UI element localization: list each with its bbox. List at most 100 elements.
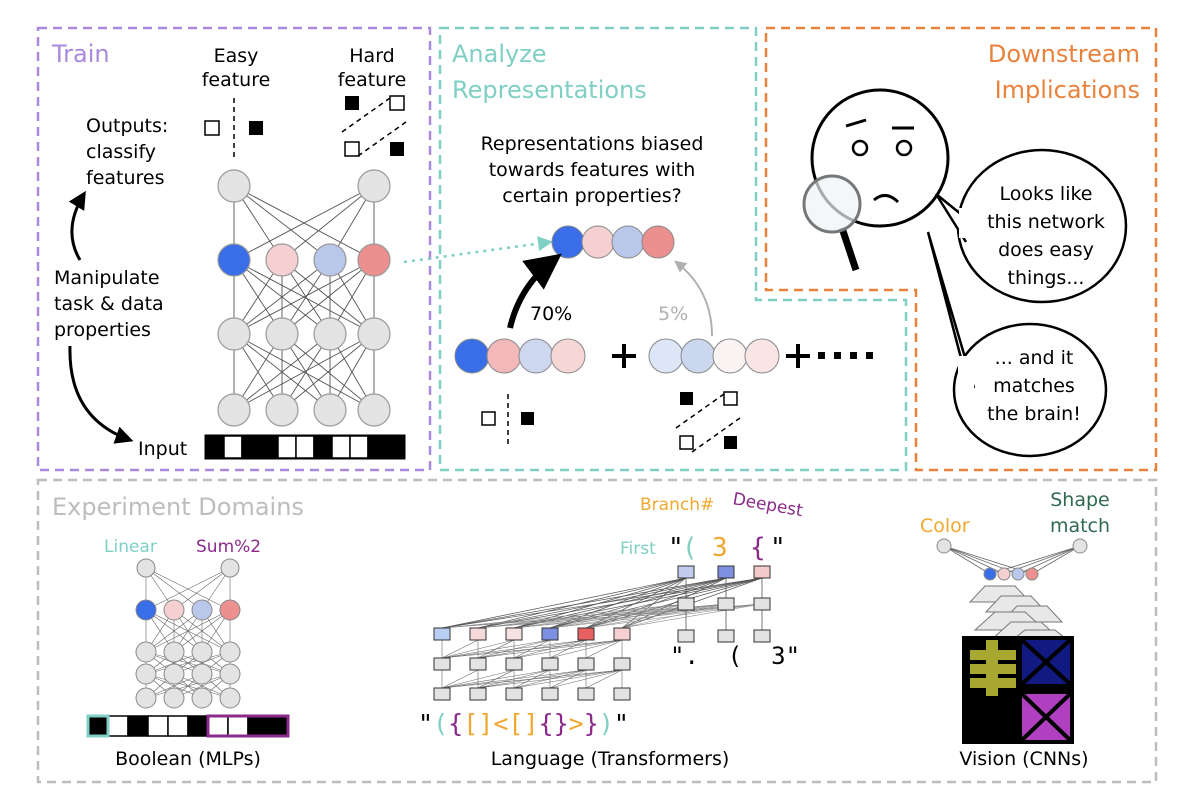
transformer-network	[433, 565, 771, 701]
attention-line	[477, 603, 763, 629]
bool-hidden-node	[135, 663, 157, 685]
boolean-linear-label: Linear	[104, 537, 157, 557]
attention-line	[441, 577, 763, 629]
arrow-to-input	[68, 345, 134, 444]
attention-line	[549, 639, 587, 659]
plus-sign-2	[786, 344, 810, 368]
manipulate-label-3: properties	[54, 319, 151, 341]
analyze-question-2: towards features with	[489, 159, 696, 181]
representation-node	[581, 225, 615, 259]
weight-5-label: 5%	[658, 303, 688, 325]
easy-feature-representation	[454, 338, 586, 374]
bool-output-node	[136, 558, 156, 578]
language-caption: Language (Transformers)	[491, 748, 730, 770]
connection-line	[233, 259, 331, 335]
bool-hidden-node	[163, 663, 185, 685]
attention-line	[585, 577, 763, 629]
sum2-feature-highlight	[206, 714, 290, 738]
bool-input-bit	[267, 715, 289, 737]
bool-hidden-node-colored	[219, 599, 241, 621]
bool-input-bit	[167, 715, 189, 737]
cnn-output-node	[1072, 538, 1088, 554]
boolean-input-strip	[86, 714, 290, 738]
bool-hidden-node	[219, 687, 241, 709]
speech-bubble-2	[926, 231, 1108, 458]
bubble2-line-1: ... and it	[995, 347, 1074, 369]
language-deepest-token: {	[750, 533, 766, 563]
hidden-node-colored	[357, 243, 391, 277]
bool-output-node	[220, 558, 240, 578]
language-first-token: (	[682, 533, 698, 563]
attention-line	[441, 577, 687, 629]
input-node	[265, 393, 299, 427]
manipulate-label-1: Manipulate	[54, 267, 160, 289]
downstream-title-2: Implications	[995, 76, 1140, 104]
language-input-string: "({[]<[]{}>})"	[418, 709, 629, 738]
hidden-node	[357, 317, 391, 351]
sequence-token-node-colored	[541, 627, 559, 641]
bool-hidden-node	[191, 663, 213, 685]
connection-line	[233, 185, 375, 261]
analyze-question-1: Representations biased	[481, 133, 704, 155]
input-bit-strip	[204, 434, 406, 460]
boolean-network	[135, 558, 241, 709]
representation-node	[641, 225, 675, 259]
train-title: Train	[51, 40, 110, 68]
vision-image-grid	[962, 636, 1074, 744]
representation-arrow	[403, 236, 553, 264]
attention-line	[621, 603, 763, 629]
connection-line	[943, 545, 1005, 575]
hidden-node-colored	[265, 243, 299, 277]
attention-line	[441, 603, 687, 629]
input-bit	[313, 435, 333, 459]
language-first-label: First	[620, 539, 656, 559]
attention-line	[441, 603, 763, 629]
combined-representation	[551, 225, 675, 259]
bool-hidden-node	[191, 687, 213, 709]
connection-line	[281, 185, 375, 261]
representation-node	[680, 338, 716, 374]
output-token-node	[753, 597, 771, 611]
connection-line	[145, 651, 231, 675]
sequence-token-node	[433, 657, 451, 671]
input-node	[313, 393, 347, 427]
sequence-token-node-colored	[469, 627, 487, 641]
bool-hidden-node	[135, 687, 157, 709]
connection-line	[145, 609, 231, 653]
connection-line	[1031, 545, 1081, 575]
bool-hidden-node	[219, 641, 241, 663]
analyze-panel	[438, 26, 908, 472]
connection-line	[145, 567, 231, 611]
attention-line	[477, 669, 515, 689]
output-token-node	[753, 629, 771, 643]
output-token-node	[677, 597, 695, 611]
bubble1-line-3: does easy	[998, 239, 1094, 261]
language-branch-label: Branch#	[640, 495, 714, 515]
cnn-hidden-node	[1011, 567, 1025, 581]
bubble2-line-2: matches	[993, 375, 1075, 397]
bool-hidden-node	[135, 641, 157, 663]
train-panel	[36, 26, 432, 472]
connection-line	[145, 609, 203, 653]
attention-line	[441, 577, 727, 629]
attention-line	[621, 577, 687, 629]
downstream-title-1: Downstream	[988, 40, 1140, 68]
analyze-title-2: Representations	[452, 76, 647, 104]
representation-node	[611, 225, 645, 259]
cnn-hidden-node	[1025, 567, 1039, 581]
sequence-token-node-colored	[433, 627, 451, 641]
bool-input-bit	[147, 715, 169, 737]
connection-line	[943, 545, 991, 575]
output-token-node	[677, 629, 695, 643]
bool-input-bit	[207, 715, 229, 737]
input-bit	[367, 435, 387, 459]
bubble1-line-2: this network	[987, 211, 1105, 233]
attention-line	[585, 603, 763, 629]
easy-feature-icon-analyze	[481, 394, 534, 446]
hidden-node	[265, 317, 299, 351]
sequence-token-node-colored	[577, 627, 595, 641]
arrow-to-outputs	[68, 190, 86, 261]
connection-line	[281, 259, 375, 335]
hard-feature-label-1: Hard	[349, 45, 394, 67]
sequence-token-node	[541, 657, 559, 671]
